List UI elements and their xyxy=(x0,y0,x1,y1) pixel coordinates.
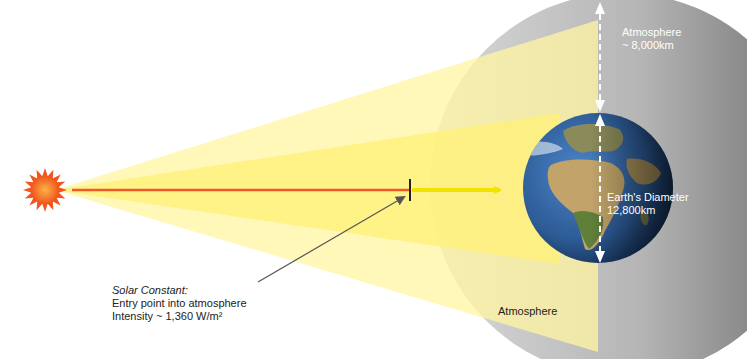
entry-marker xyxy=(409,179,411,201)
dimension-label: Atmosphere ~ 8,000km xyxy=(622,26,684,52)
leader-line xyxy=(258,197,404,282)
callout-text: Solar Constant: xyxy=(112,284,188,297)
sun-rays xyxy=(23,168,67,212)
entry-arrow xyxy=(412,188,500,192)
dimension-label: Earth's Diameter 12,800km xyxy=(607,191,697,217)
sunlight-beam xyxy=(55,113,560,264)
region-label: Atmosphere xyxy=(498,305,557,318)
sun-symbol xyxy=(23,168,67,212)
sun-core xyxy=(31,176,59,204)
callout-text: Intensity ~ 1,360 W/m² xyxy=(112,310,222,323)
earth-diameter-dimension xyxy=(599,116,601,261)
atmosphere-region: Atmosphere Earth's Diameter 12,800km xyxy=(430,0,747,359)
solar-ray xyxy=(72,189,410,192)
earth-circle: Earth's Diameter 12,800km xyxy=(523,113,673,263)
sunlight-cone xyxy=(55,20,598,352)
callout-text: Entry point into atmosphere xyxy=(112,297,247,310)
earth-globe xyxy=(523,113,673,263)
atmosphere-dimension xyxy=(599,4,601,110)
